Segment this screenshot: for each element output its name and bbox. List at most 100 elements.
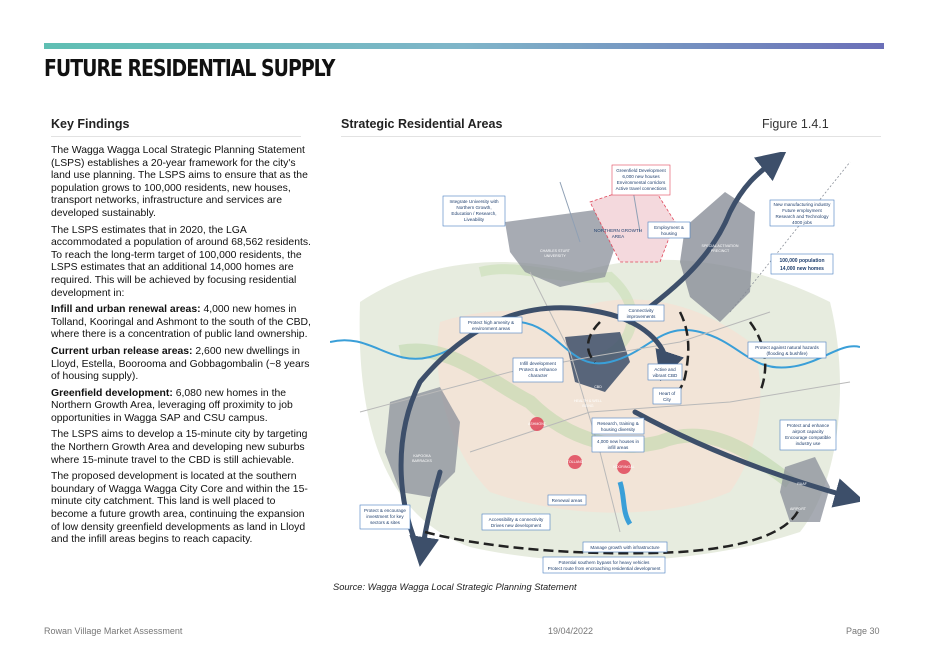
roads [359,161,851,533]
svg-text:Heart of: Heart of [659,391,676,396]
svg-text:CBD: CBD [594,385,602,389]
river [330,320,860,526]
place-labels: CHARLES STURT UNIVERSITY NORTHERN GROWTH… [412,228,807,511]
footer-report-name: Rowan Village Market Assessment [44,626,183,636]
paragraph: The proposed development is located at t… [51,471,308,546]
callout-heart-city: Heart of City [652,387,682,405]
callout-accessibility: Accessibility & connectivity Drives new … [481,513,551,531]
figure-source: Source: Wagga Wagga Local Strategic Plan… [333,582,577,592]
page-title: FUTURE RESIDENTIAL SUPPLY [44,56,335,82]
svg-text:Drives new development: Drives new development [491,523,542,528]
svg-text:KOORINGAL: KOORINGAL [613,465,634,469]
callout-employment: Employment & housing [647,221,691,239]
paragraph: The Wagga Wagga Local Strategic Planning… [51,145,308,219]
svg-text:Liveability: Liveability [464,217,485,222]
svg-text:City: City [663,397,672,402]
svg-text:Research and Technology: Research and Technology [775,214,829,219]
callout-hazards: Protect against natural hazards (floodin… [747,341,827,359]
svg-text:Employment &: Employment & [654,225,684,230]
callout-bypass: Potential southern bypass for heavy vehi… [542,556,666,574]
svg-text:BARRACKS: BARRACKS [412,459,432,463]
svg-text:industry use: industry use [796,441,821,446]
svg-text:Protect against natural hazard: Protect against natural hazards [755,345,819,350]
svg-text:investment for key: investment for key [366,514,404,519]
svg-text:infill areas: infill areas [608,445,629,450]
svg-text:Active and: Active and [654,367,676,372]
svg-text:BEING: BEING [582,404,593,408]
svg-text:ASHMONT: ASHMONT [528,422,547,426]
svg-text:Integrate University with: Integrate University with [449,199,498,204]
svg-text:Protect and enhance: Protect and enhance [787,423,830,428]
greenfield-zones [385,181,830,522]
svg-text:Connectivity: Connectivity [628,308,654,313]
svg-text:Protect route from encroaching: Protect route from encroaching residenti… [548,566,662,571]
callout-greenfield: Greenfield Development 6,000 new houses … [611,164,671,196]
svg-text:NORTHERN GROWTH: NORTHERN GROWTH [594,228,642,233]
callout-manufacturing: New manufacturing industry Future employ… [769,199,835,227]
svg-text:AREA: AREA [612,234,625,239]
callout-protect-investment: Protect & encourage investment for key s… [359,504,411,530]
callout-connectivity: Connectivity improvements [617,304,665,322]
svg-text:6,000 new houses: 6,000 new houses [622,174,660,179]
header-gradient-bar [44,43,884,49]
figure-number: Figure 1.4.1 [762,117,829,131]
paragraph: The LSPS estimates that in 2020, the LGA… [51,224,311,299]
svg-text:14,000 new homes: 14,000 new homes [780,266,824,272]
svg-text:4,000 new houses in: 4,000 new houses in [597,439,640,444]
svg-text:Protect & enhance: Protect & enhance [519,367,557,372]
svg-text:Accessibility & connectivity: Accessibility & connectivity [489,517,544,522]
svg-text:(flooding & bushfire): (flooding & bushfire) [766,351,808,356]
svg-text:100,000 population: 100,000 population [779,258,824,264]
svg-text:CHARLES STURT: CHARLES STURT [540,249,571,253]
svg-text:Environmental corridors: Environmental corridors [617,180,666,185]
key-findings-body: The Wagga Wagga Local Strategic Planning… [51,145,313,551]
callout-amenity: Protect high amenity & environment areas [459,316,523,334]
callout-infill: Infill development Protect & enhance cha… [512,357,564,383]
callout-infill-homes: 4,000 new houses in infill areas [591,435,645,453]
svg-text:Northern Growth,: Northern Growth, [456,205,491,210]
svg-text:Potential southern bypass for: Potential southern bypass for heavy vehi… [559,560,651,565]
svg-text:KAPOOKA: KAPOOKA [413,454,431,458]
svg-text:TOLLAND: TOLLAND [567,460,584,464]
svg-text:Encourage compatible: Encourage compatible [785,435,831,440]
callout-airport: Protect and enhance airport capacity Enc… [779,419,837,451]
svg-text:Infill development: Infill development [520,361,556,366]
svg-text:improvements: improvements [627,314,657,319]
svg-text:housing: housing [661,231,678,236]
infill-markers [530,417,631,474]
svg-text:Greenfield Development: Greenfield Development [616,168,666,173]
svg-text:Active travel connections: Active travel connections [616,186,668,191]
svg-text:PRECINCT: PRECINCT [711,249,730,253]
paragraph: Current urban release areas: 2,600 new d… [51,345,310,383]
strategic-residential-map: Greenfield Development 6,000 new houses … [330,152,860,574]
svg-text:Protect & encourage: Protect & encourage [364,508,406,513]
svg-text:SPECIAL ACTIVATION: SPECIAL ACTIVATION [702,244,739,248]
divider [341,136,881,137]
svg-text:Research, training &: Research, training & [597,421,639,426]
svg-text:environment areas: environment areas [472,326,511,331]
svg-text:vibrant CBD: vibrant CBD [653,373,678,378]
footer-page-number: Page 30 [846,626,880,636]
callout-university: Integrate University with Northern Growt… [442,195,506,227]
key-findings-heading: Key Findings [51,117,130,131]
paragraph: Infill and urban renewal areas: 4,000 ne… [51,304,311,341]
svg-text:AIRPORT: AIRPORT [790,507,807,511]
callout-renewal: Renewal areas [547,494,587,506]
svg-text:character: character [528,373,548,378]
svg-text:sectors & sites: sectors & sites [370,520,401,525]
paragraph: Greenfield development: 6,080 new homes … [51,387,293,424]
svg-text:Protect high amenity &: Protect high amenity & [468,320,514,325]
svg-text:airport capacity: airport capacity [792,429,824,434]
svg-text:Education / Research,: Education / Research, [451,211,496,216]
svg-text:4000 jobs: 4000 jobs [792,220,813,225]
svg-text:housing diversity: housing diversity [601,427,636,432]
callout-population: 100,000 population 14,000 new homes [770,253,834,275]
paragraph: The LSPS aims to develop a 15-minute cit… [51,429,308,466]
svg-text:UNIVERSITY: UNIVERSITY [544,254,566,258]
svg-text:Manage growth with infrastruct: Manage growth with infrastructure [590,545,660,550]
callout-vibrant-cbd: Active and vibrant CBD [647,363,683,381]
svg-text:Renewal areas: Renewal areas [552,498,583,503]
svg-text:HEALTH & WELL: HEALTH & WELL [574,399,602,403]
svg-text:Future employment: Future employment [782,208,822,213]
divider [51,136,301,137]
